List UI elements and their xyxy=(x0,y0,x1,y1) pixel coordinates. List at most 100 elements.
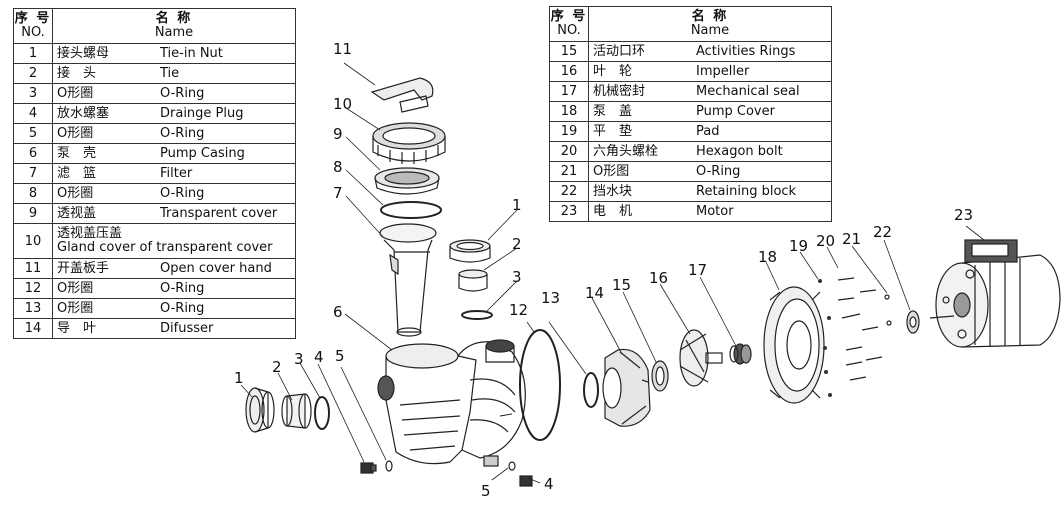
callout-12: 12 xyxy=(509,301,528,319)
part-no: 4 xyxy=(13,103,53,124)
callout-13: 13 xyxy=(541,289,560,307)
callout-4-mid: 4 xyxy=(544,475,554,493)
part-pads xyxy=(818,279,832,397)
part-motor xyxy=(929,239,1061,348)
part-name-en: Impeller xyxy=(692,61,832,82)
part-name-en: Hexagon bolt xyxy=(692,141,832,162)
callout-9: 9 xyxy=(333,125,343,143)
part-name-en: Pump Cover xyxy=(692,101,832,122)
part-name-cn: 电 机 xyxy=(588,201,692,222)
part-pump-casing xyxy=(377,339,526,467)
part-filter-basket xyxy=(379,223,437,337)
part-no: 21 xyxy=(549,161,589,182)
header-name-en: Name xyxy=(690,23,730,38)
callout-23: 23 xyxy=(954,206,973,224)
part-o-ring-8 xyxy=(380,201,442,219)
part-name-cn: 接头螺母 xyxy=(52,43,156,64)
part-activities-ring xyxy=(651,360,669,392)
part-o-ring-3-mid xyxy=(461,310,493,320)
callout-5-mid: 5 xyxy=(481,482,491,500)
callout-19: 19 xyxy=(789,237,808,255)
part-name-en: Gland cover of transparent cover xyxy=(57,240,273,255)
part-name-cn: 接 头 xyxy=(52,63,156,84)
callout-numbers: 11 10 9 8 7 1 2 3 6 12 13 14 15 16 17 18… xyxy=(234,40,973,500)
part-o-ring-21 xyxy=(884,294,892,326)
callout-2-mid: 2 xyxy=(512,235,522,253)
part-no: 19 xyxy=(549,121,589,142)
part-tie-left xyxy=(281,393,312,429)
part-no: 13 xyxy=(13,298,53,319)
part-name-en: Pump Casing xyxy=(156,143,296,164)
part-o-ring-3-left xyxy=(314,396,330,430)
part-tie-mid xyxy=(458,269,488,292)
callout-3-mid: 3 xyxy=(512,268,522,286)
callout-22: 22 xyxy=(873,223,892,241)
part-drain-plug-left xyxy=(360,462,377,474)
callout-7: 7 xyxy=(333,184,343,202)
part-hexagon-bolts xyxy=(837,277,883,381)
callout-10: 10 xyxy=(333,95,352,113)
part-name-cn: 挡水块 xyxy=(588,181,692,202)
part-o-ring-5-mid xyxy=(508,461,516,471)
callout-3-left: 3 xyxy=(294,350,304,368)
part-o-ring-12 xyxy=(519,329,561,441)
part-name-en: Motor xyxy=(692,201,832,222)
part-impeller xyxy=(679,329,723,387)
part-o-ring-13 xyxy=(583,372,599,408)
part-name-en: O-Ring xyxy=(156,83,296,104)
part-name-en: Difusser xyxy=(156,318,296,339)
part-name-en: Transparent cover xyxy=(156,203,296,224)
part-mechanical-seal xyxy=(729,343,752,365)
part-tie-in-nut-left xyxy=(245,387,275,433)
callout-14: 14 xyxy=(585,284,604,302)
callout-1-left: 1 xyxy=(234,369,244,387)
part-name-cn: O形圈 xyxy=(52,298,156,319)
callout-1-mid: 1 xyxy=(512,196,522,214)
callout-2-left: 2 xyxy=(272,358,282,376)
callout-15: 15 xyxy=(612,276,631,294)
header-name-cn: 名 称 xyxy=(691,9,729,24)
part-no: 15 xyxy=(549,41,589,62)
part-no: 23 xyxy=(549,201,589,222)
callout-4-left: 4 xyxy=(314,348,324,366)
part-name-en: Open cover hand xyxy=(156,258,296,279)
part-name-cn: 滤 篮 xyxy=(52,163,156,184)
header-no-en: NO. xyxy=(557,23,581,38)
part-name-en: Retaining block xyxy=(692,181,832,202)
part-tie-in-nut-mid xyxy=(449,239,491,263)
part-no: 14 xyxy=(13,318,53,339)
callout-11: 11 xyxy=(333,40,352,58)
header-no-cn: 序 号 xyxy=(550,9,588,24)
part-diffuser xyxy=(602,348,651,427)
part-name-en: O-Ring xyxy=(692,161,832,182)
part-no: 22 xyxy=(549,181,589,202)
part-name-cn: 透视盖压盖 xyxy=(57,226,123,241)
part-pump-cover xyxy=(763,286,825,404)
part-name-en: Drainge Plug xyxy=(156,103,296,124)
part-open-cover-handle xyxy=(370,77,434,113)
header-no-en: NO. xyxy=(21,25,45,40)
part-transparent-cover xyxy=(374,167,440,195)
header-no-cn: 序 号 xyxy=(14,11,52,26)
